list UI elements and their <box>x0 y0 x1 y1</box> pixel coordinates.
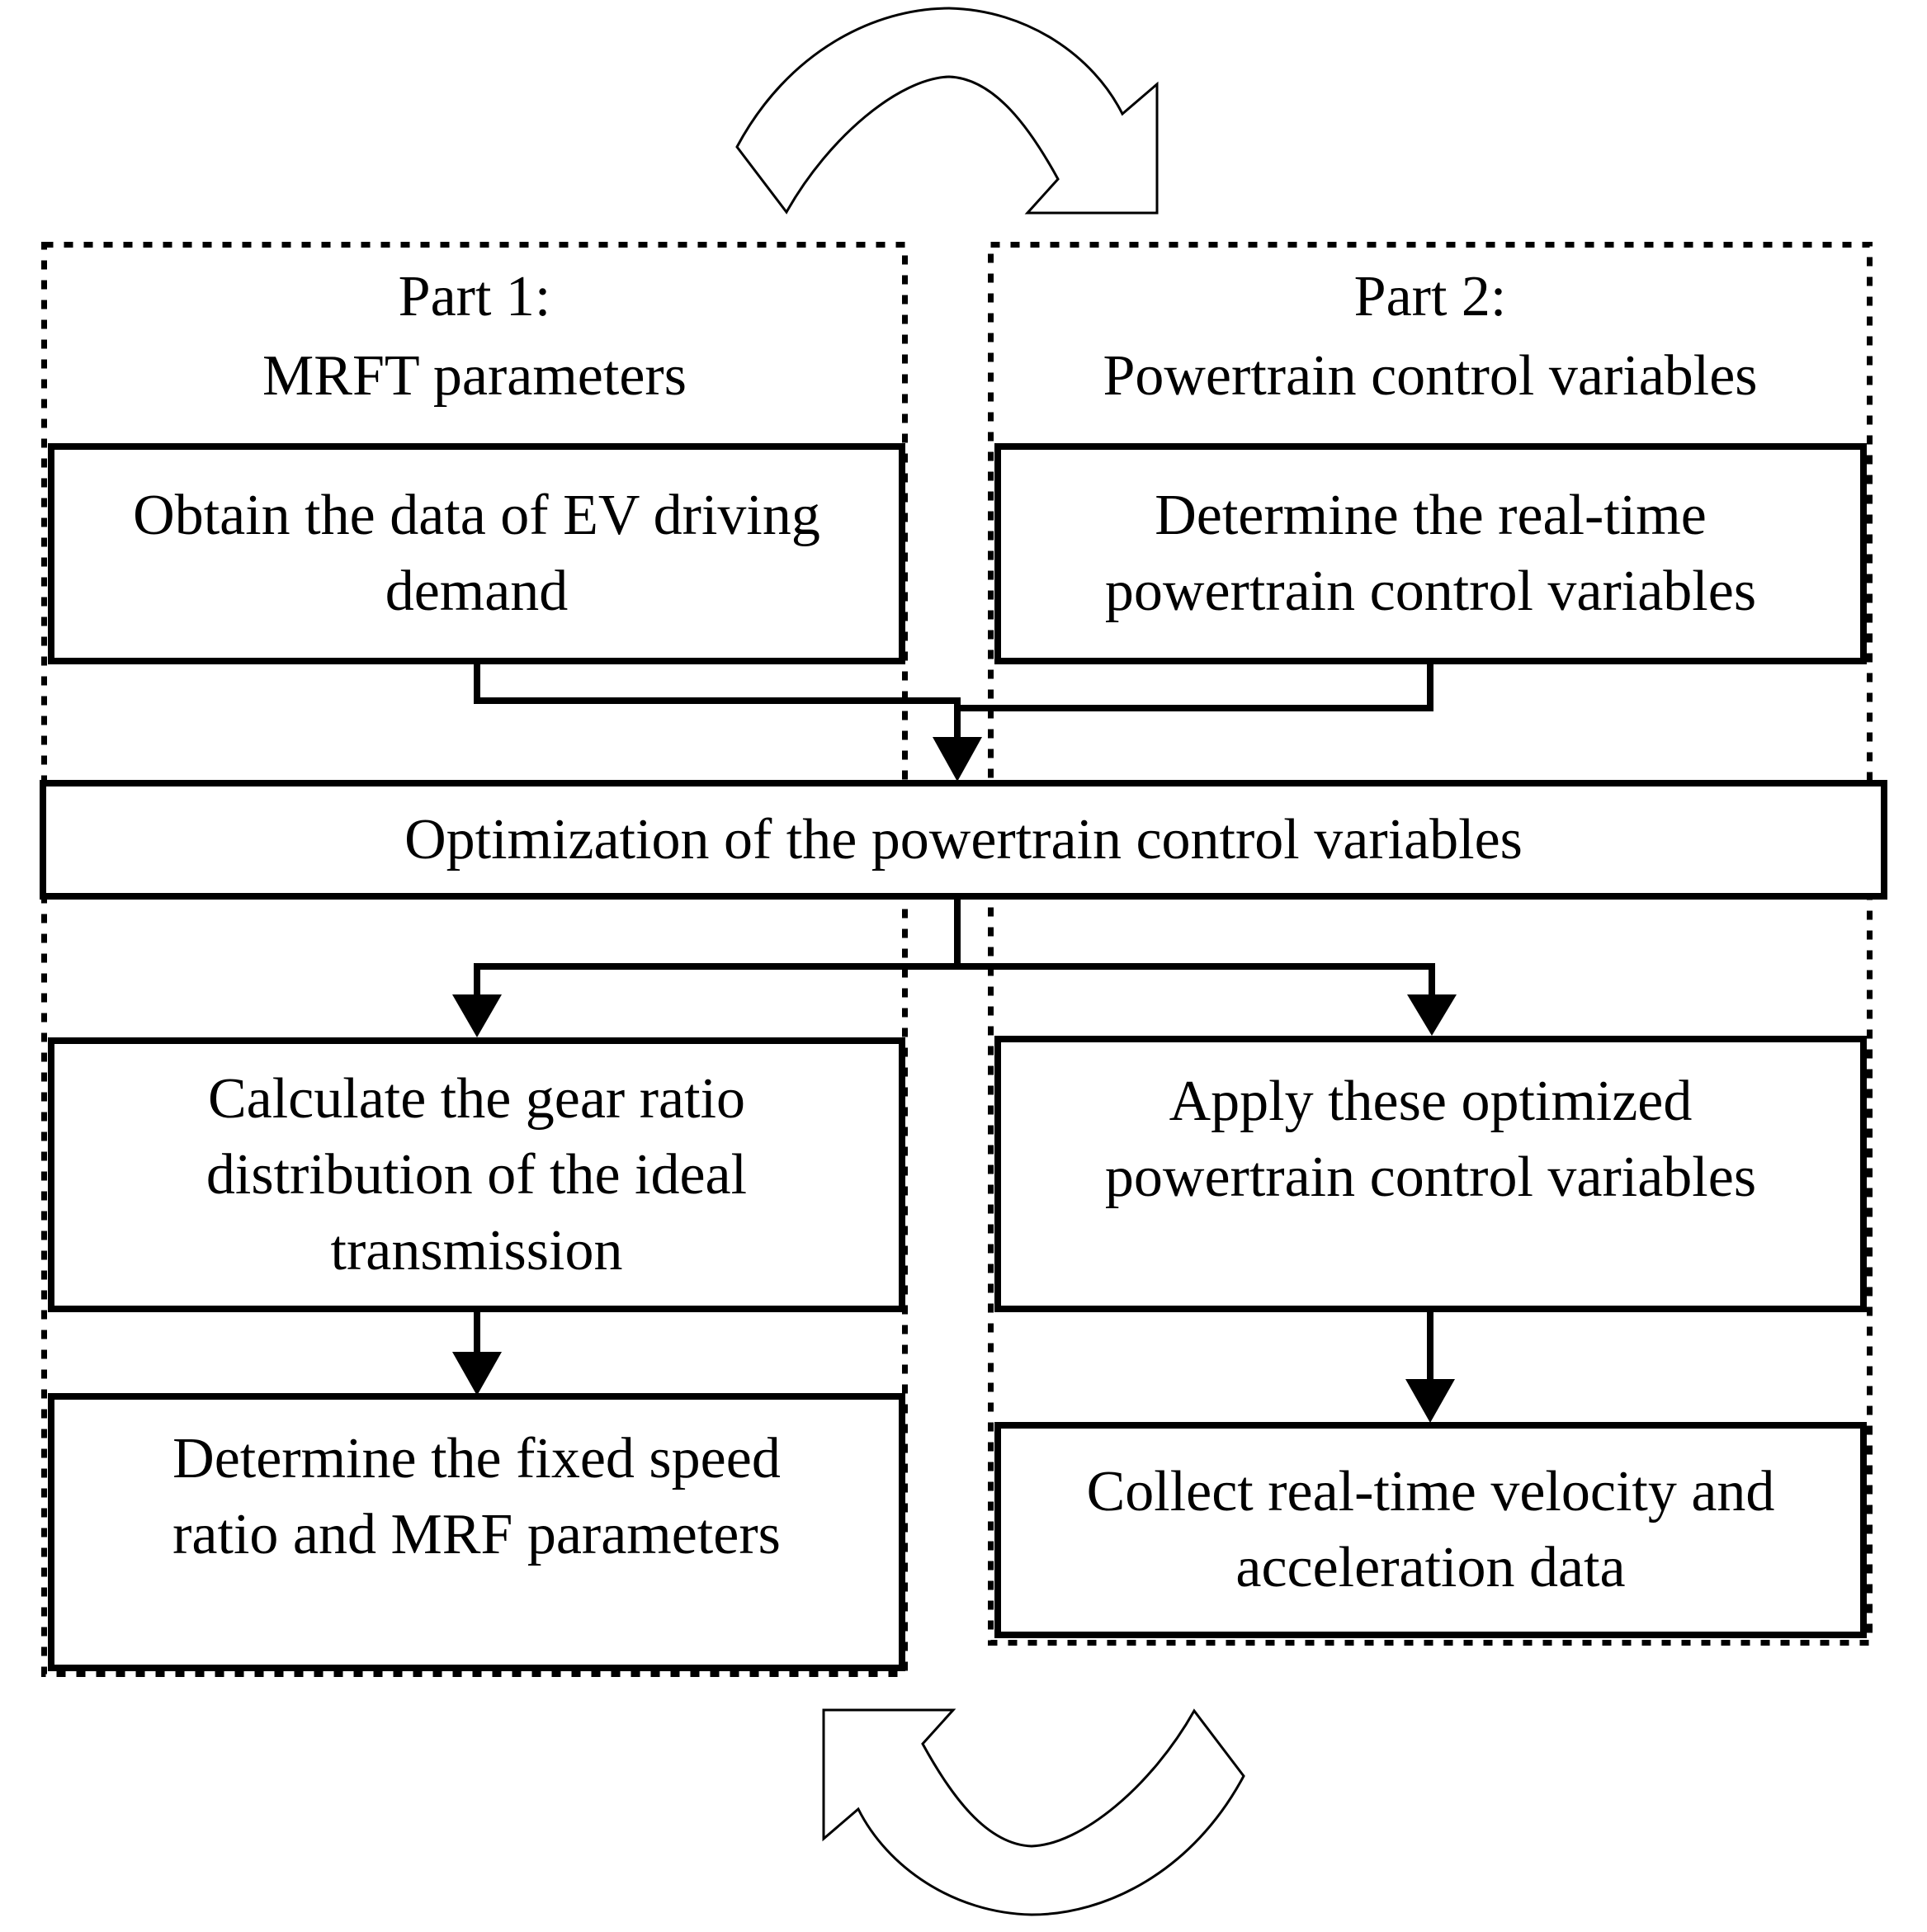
determine-fixed-line2: ratio and MRF parameters <box>172 1503 781 1566</box>
apply-line2: powertrain control variables <box>1104 1146 1757 1209</box>
obtain-data-line1: Obtain the data of EV driving <box>133 484 820 547</box>
collect-data-box: Collect real-time velocity and accelerat… <box>994 1422 1867 1638</box>
calculate-line3: transmission <box>330 1218 623 1282</box>
optimization-box: Optimization of the powertrain control v… <box>40 780 1887 900</box>
part2-title-line1: Part 2: <box>1353 265 1507 328</box>
part2-dashed-container <box>988 242 1873 1646</box>
part1-header: Part 1: MRFT parameters <box>41 257 908 416</box>
apply-line1: Apply these optimized <box>1169 1070 1693 1133</box>
determine-realtime-line1: Determine the real-time <box>1155 484 1707 547</box>
part1-title-line1: Part 1: <box>398 265 551 328</box>
calculate-gear-ratio-box: Calculate the gear ratio distribution of… <box>48 1037 905 1312</box>
obtain-data-box: Obtain the data of EV driving demand <box>48 443 905 664</box>
part1-dashed-container <box>41 242 908 1677</box>
apply-variables-box: Apply these optimized powertrain control… <box>994 1036 1867 1312</box>
determine-realtime-line2: powertrain control variables <box>1104 560 1757 623</box>
calculate-line2: distribution of the ideal <box>205 1142 748 1207</box>
optimization-line1: Optimization of the powertrain control v… <box>404 807 1523 872</box>
collect-line2: acceleration data <box>1235 1536 1626 1599</box>
determine-realtime-box: Determine the real-time powertrain contr… <box>994 443 1867 664</box>
part2-title-line2: Powertrain control variables <box>1103 344 1758 408</box>
calculate-line1: Calculate the gear ratio <box>207 1066 746 1131</box>
part2-header: Part 2: Powertrain control variables <box>988 257 1873 416</box>
obtain-data-line2: demand <box>385 560 569 623</box>
determine-fixed-ratio-box: Determine the fixed speed ratio and MRF … <box>48 1393 905 1671</box>
part1-title-line2: MRFT parameters <box>262 344 687 408</box>
determine-fixed-line1: Determine the fixed speed <box>172 1427 781 1490</box>
collect-line1: Collect real-time velocity and <box>1086 1460 1775 1523</box>
